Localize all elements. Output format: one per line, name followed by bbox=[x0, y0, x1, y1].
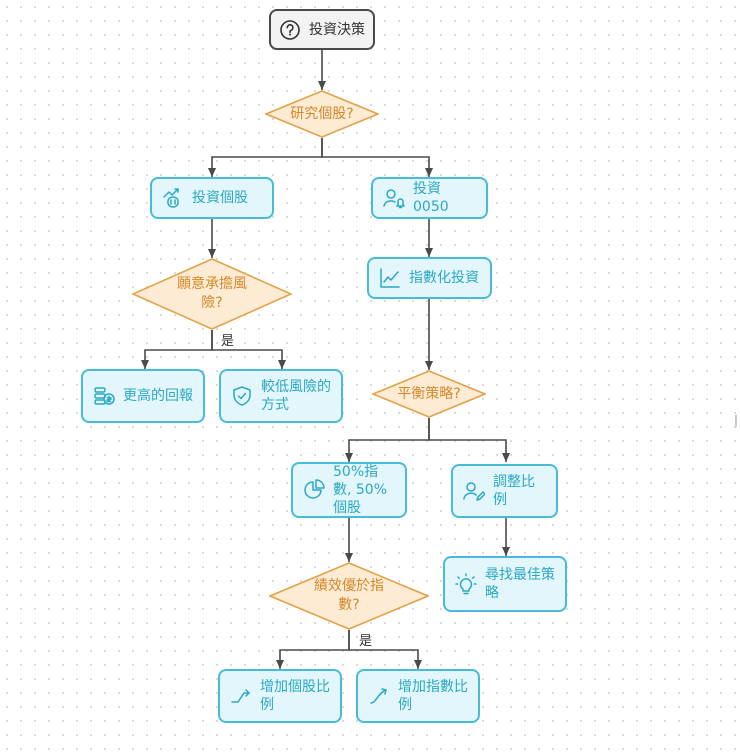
start-node-label: 投資決策 bbox=[309, 21, 365, 38]
edge-risk-lower-risk bbox=[211, 330, 286, 369]
split-label: 50%指數, 50%個股 bbox=[333, 464, 388, 516]
user-edit-icon bbox=[463, 480, 485, 502]
decision-outperform-label: 績效優於指數? bbox=[314, 578, 384, 613]
shield-icon bbox=[231, 385, 253, 407]
higher-return-node[interactable]: 更高的回報 bbox=[81, 369, 205, 423]
trend-up-icon bbox=[368, 685, 390, 707]
edge-research-invest-0050 bbox=[321, 138, 433, 177]
invest-0050-node[interactable]: 投資0050 bbox=[371, 177, 488, 219]
adjust-label: 調整比例 bbox=[493, 474, 535, 508]
invest-stock-node[interactable]: 投資個股 bbox=[150, 177, 274, 219]
edge-outperform-inc-stock bbox=[276, 630, 350, 669]
scrollbar-handle[interactable] bbox=[735, 415, 737, 427]
edge-label-risk-yes: 是 bbox=[221, 334, 235, 349]
index-invest-label: 指數化投資 bbox=[409, 270, 479, 286]
decision-balance[interactable]: 平衡策略? bbox=[372, 370, 486, 418]
inc-stock-label: 增加個股比例 bbox=[260, 679, 330, 713]
decision-balance-label: 平衡策略? bbox=[397, 385, 461, 402]
pie-chart-icon bbox=[303, 479, 325, 501]
best-strategy-label: 尋找最佳策略 bbox=[485, 567, 555, 601]
inc-stock-node[interactable]: 增加個股比例 bbox=[218, 669, 342, 723]
decision-outperform[interactable]: 績效優於指數? bbox=[269, 562, 429, 630]
higher-return-label: 更高的回報 bbox=[123, 388, 193, 404]
edge-risk-higher-return bbox=[141, 330, 213, 369]
chart-piggy-icon bbox=[162, 187, 184, 209]
question-circle-icon bbox=[279, 19, 301, 41]
index-invest-node[interactable]: 指數化投資 bbox=[367, 257, 492, 299]
lower-risk-label: 較低風險的方式 bbox=[261, 379, 331, 413]
coins-icon bbox=[93, 385, 115, 407]
decision-research-label: 研究個股? bbox=[290, 105, 354, 122]
decision-risk[interactable]: 願意承擔風險? bbox=[132, 258, 292, 330]
line-chart-icon bbox=[379, 267, 401, 289]
edge-label-outperform-yes: 是 bbox=[359, 634, 373, 649]
edge-outperform-inc-index bbox=[348, 630, 422, 669]
inc-index-node[interactable]: 增加指數比例 bbox=[356, 669, 480, 723]
trend-up-icon bbox=[230, 685, 252, 707]
edge-balance-split bbox=[345, 418, 430, 462]
lower-risk-node[interactable]: 較低風險的方式 bbox=[219, 369, 343, 423]
lightbulb-icon bbox=[455, 573, 477, 595]
inc-index-label: 增加指數比例 bbox=[398, 679, 468, 713]
decision-research[interactable]: 研究個股? bbox=[265, 90, 379, 138]
edge-research-invest-stock bbox=[208, 138, 323, 177]
split-node[interactable]: 50%指數, 50%個股 bbox=[291, 462, 407, 518]
invest-0050-label: 投資0050 bbox=[413, 181, 449, 215]
best-strategy-node[interactable]: 尋找最佳策略 bbox=[443, 556, 567, 612]
invest-stock-label: 投資個股 bbox=[192, 190, 248, 206]
user-bell-icon bbox=[383, 187, 405, 209]
edge-balance-adjust bbox=[428, 418, 510, 462]
adjust-node[interactable]: 調整比例 bbox=[451, 464, 558, 518]
start-node[interactable]: 投資決策 bbox=[269, 9, 375, 50]
decision-risk-label: 願意承擔風險? bbox=[177, 276, 247, 311]
